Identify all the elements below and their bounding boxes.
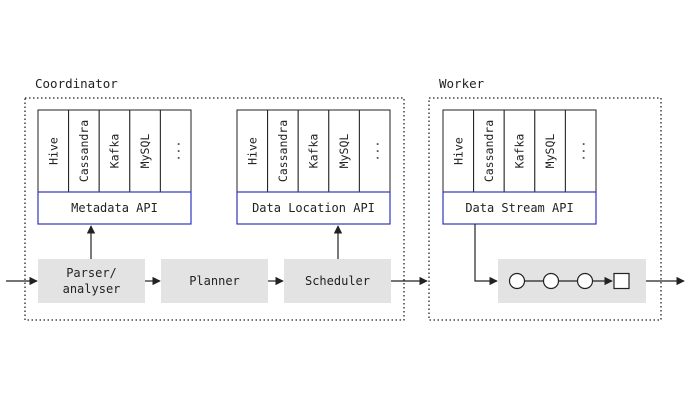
connector-label: Kafka (108, 134, 122, 169)
stream-to-pipeline-arrow (474, 224, 498, 286)
parser-stage: Parser/ analyser (38, 259, 145, 303)
parser-label-line1: Parser/ (66, 266, 117, 280)
connector-label: Hive (46, 137, 60, 165)
worker-label: Worker (439, 76, 485, 91)
parser-label-line2: analyser (63, 282, 121, 296)
flow-arrows (6, 224, 685, 286)
planner-box (161, 259, 268, 303)
circle-icon (576, 272, 594, 290)
connector-label: ... (368, 141, 382, 162)
connector-cell (534, 109, 566, 193)
connector-label: ... (169, 141, 183, 162)
parser-box (38, 259, 145, 303)
connector-cell (159, 109, 192, 193)
stream-connector-group: Hive Cassandra Kafka MySQL... Data Stream AP… (442, 109, 597, 225)
connector-label: Hive (451, 137, 465, 165)
api-label: Data Stream API (465, 201, 573, 215)
connector-cell (564, 109, 597, 193)
connector-label: Kafka (307, 134, 321, 169)
metadata-connector-group: Hive Cassandra Kafka MySQL... Metadata API (37, 109, 192, 225)
connector-cell (503, 109, 536, 193)
worker-container: Worker (428, 76, 662, 321)
connector-label: Cassandra (276, 120, 290, 182)
connector-label: Cassandra (482, 120, 496, 182)
connector-label: ... (574, 141, 588, 162)
api-label: Metadata API (71, 201, 158, 215)
connector-label: MySQL (543, 134, 557, 169)
connector-cell (358, 109, 391, 193)
api-box (442, 191, 597, 225)
worker-boundary (428, 97, 662, 321)
scheduler-box (284, 259, 391, 303)
connector-label: MySQL (138, 134, 152, 169)
connector-cell (236, 109, 269, 193)
scheduler-label: Scheduler (305, 274, 370, 288)
coordinator-container: Coordinator (24, 76, 405, 321)
worker-pipeline (498, 259, 646, 303)
connector-cell (442, 109, 475, 193)
api-box (37, 191, 192, 225)
api-label: Data Location API (252, 201, 375, 215)
connector-cell (297, 109, 330, 193)
planner-label: Planner (189, 274, 240, 288)
location-connector-group: Hive Cassandra Kafka MySQL... Data Location … (236, 109, 391, 225)
scheduler-stage: Scheduler (284, 259, 391, 303)
connector-label: Hive (245, 137, 259, 165)
coordinator-boundary (24, 97, 405, 321)
square-icon (613, 272, 630, 290)
planner-stage: Planner (161, 259, 268, 303)
circle-icon (542, 272, 560, 290)
connector-label: Kafka (513, 134, 527, 169)
connector-label: MySQL (337, 134, 351, 169)
connector-label: Cassandra (77, 120, 91, 182)
coordinator-label: Coordinator (35, 76, 118, 91)
api-box (236, 191, 391, 225)
connector-cell (37, 109, 70, 193)
circle-icon (508, 272, 526, 290)
